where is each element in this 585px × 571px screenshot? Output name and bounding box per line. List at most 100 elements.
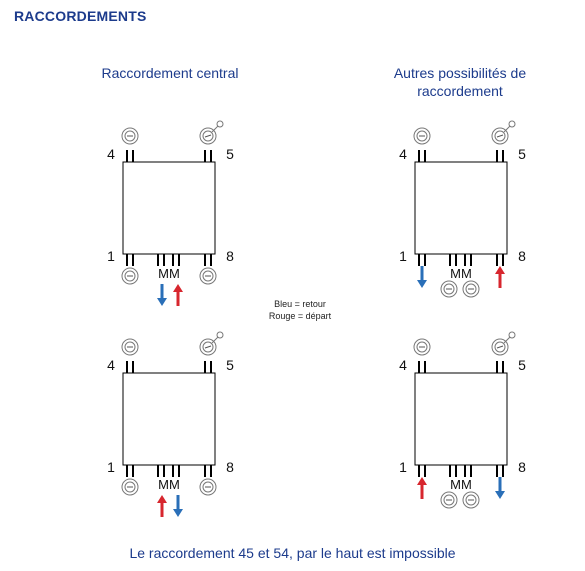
vent-knob (508, 331, 516, 339)
vent-icon (491, 331, 516, 356)
pipe-fill (127, 465, 133, 477)
pipe-fill (465, 254, 471, 266)
heading-other-line2: raccordement (417, 83, 503, 99)
arrow-head (495, 491, 505, 499)
label-4: 4 (399, 357, 407, 373)
pipe-fill (127, 254, 133, 266)
vent-slot (204, 345, 212, 349)
radiator-box (414, 372, 508, 466)
red-arrow-up (157, 495, 167, 517)
pipe-fill (419, 150, 425, 162)
diagram-central-bottom: 4 5 1 8MM (107, 331, 234, 517)
label-5: 5 (226, 357, 234, 373)
label-5: 5 (226, 146, 234, 162)
plug-icon (440, 491, 458, 509)
pipe-fill (205, 150, 211, 162)
color-legend: Bleu = retour Rouge = départ (260, 298, 340, 322)
pipe-fill (465, 465, 471, 477)
heading-other-line1: Autres possibilités de (393, 65, 527, 81)
plug-icon (462, 491, 480, 509)
label-4: 4 (399, 146, 407, 162)
pipe-fill (497, 465, 503, 477)
vent-slot (204, 134, 212, 138)
arrow-head (417, 477, 427, 485)
vent-icon (199, 120, 224, 145)
legend-red: Rouge = départ (268, 311, 332, 321)
pipe-fill (450, 465, 456, 477)
pipe-fill (127, 361, 133, 373)
page-title: RACCORDEMENTS (14, 8, 147, 24)
plug-icon (121, 267, 139, 285)
label-4: 4 (107, 357, 115, 373)
pipe-fill (158, 254, 164, 266)
pipe-fill (497, 150, 503, 162)
plug-icon (121, 338, 139, 356)
blue-arrow-down (495, 477, 505, 499)
label-1: 1 (399, 248, 407, 264)
pipe-fill (419, 254, 425, 266)
arrow-head (157, 298, 167, 306)
pipe-fill (419, 465, 425, 477)
diagram-central-top: 4 5 1 8MM (107, 120, 234, 306)
label-mm: MM (450, 477, 472, 492)
vent-icon (199, 331, 224, 356)
blue-arrow-down (157, 284, 167, 306)
pipe-fill (419, 361, 425, 373)
plug-icon (413, 338, 431, 356)
label-1: 1 (399, 459, 407, 475)
diagram-other-top: 4 5 1 8MM (399, 120, 526, 298)
pipe-fill (173, 465, 179, 477)
pipe-fill (450, 254, 456, 266)
diagram-other-bottom: 4 5 1 8MM (399, 331, 526, 509)
arrow-head (417, 280, 427, 288)
label-5: 5 (518, 146, 526, 162)
plug-icon (199, 267, 217, 285)
vent-knob (216, 120, 224, 128)
label-4: 4 (107, 146, 115, 162)
footer-note: Le raccordement 45 et 54, par le haut es… (129, 545, 456, 561)
plug-icon (440, 280, 458, 298)
label-mm: MM (158, 266, 180, 281)
radiator-box (414, 161, 508, 255)
arrow-head (157, 495, 167, 503)
pipe-fill (173, 254, 179, 266)
label-8: 8 (518, 248, 526, 264)
pipe-fill (158, 465, 164, 477)
label-8: 8 (226, 248, 234, 264)
red-arrow-up (495, 266, 505, 288)
vent-knob (216, 331, 224, 339)
label-1: 1 (107, 459, 115, 475)
heading-central: Raccordement central (101, 65, 239, 81)
blue-arrow-down (173, 495, 183, 517)
plug-icon (121, 127, 139, 145)
plug-icon (462, 280, 480, 298)
arrow-head (173, 284, 183, 292)
heading-other: Autres possibilités de raccordement (360, 64, 560, 100)
plug-icon (413, 127, 431, 145)
red-arrow-up (173, 284, 183, 306)
pipe-fill (497, 361, 503, 373)
vent-icon (491, 120, 516, 145)
arrow-head (495, 266, 505, 274)
plug-icon (121, 478, 139, 496)
pipe-fill (205, 254, 211, 266)
label-1: 1 (107, 248, 115, 264)
label-5: 5 (518, 357, 526, 373)
radiator-box (122, 372, 216, 466)
pipe-fill (497, 254, 503, 266)
pipe-fill (127, 150, 133, 162)
vent-knob (508, 120, 516, 128)
plug-icon (199, 478, 217, 496)
vent-slot (496, 345, 504, 349)
label-mm: MM (450, 266, 472, 281)
vent-slot (496, 134, 504, 138)
red-arrow-up (417, 477, 427, 499)
label-8: 8 (226, 459, 234, 475)
arrow-head (173, 509, 183, 517)
radiator-box (122, 161, 216, 255)
label-8: 8 (518, 459, 526, 475)
legend-blue: Bleu = retour (274, 299, 326, 309)
pipe-fill (205, 361, 211, 373)
label-mm: MM (158, 477, 180, 492)
